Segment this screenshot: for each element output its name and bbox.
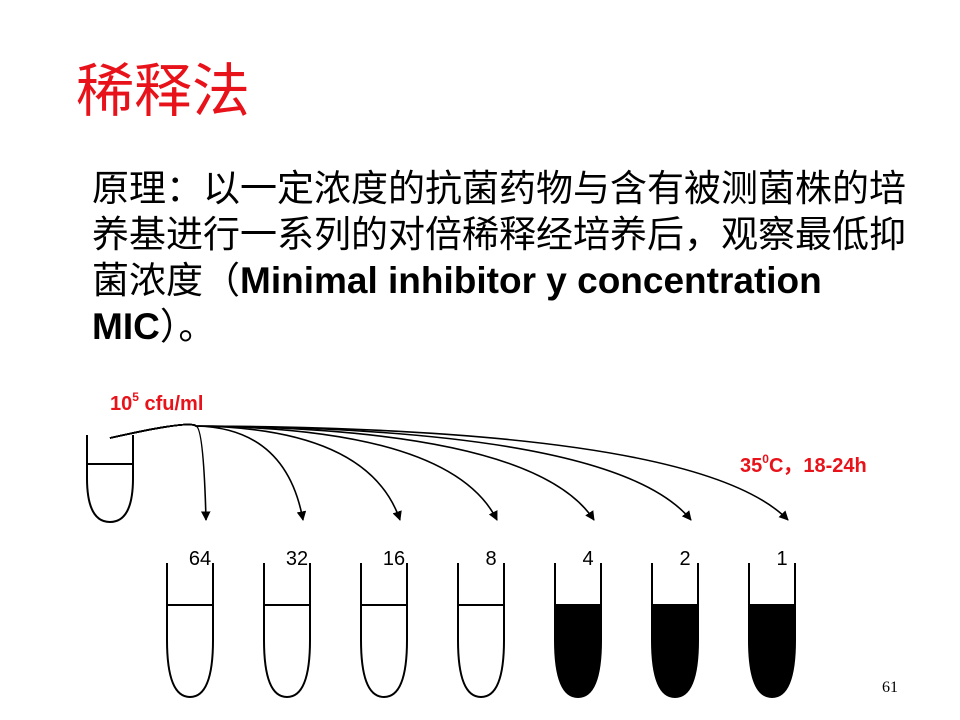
principle-end: ）。: [159, 305, 216, 348]
tube-dilution-label: 64: [189, 548, 211, 570]
transfer-arrow: [109, 423, 402, 521]
dilution-tube: 64: [166, 548, 214, 699]
incubation-label: 350C，18-24h: [740, 452, 867, 477]
transfer-arrow: [109, 423, 789, 521]
transfer-arrow: [109, 423, 307, 521]
tube-growth-fill: [652, 605, 698, 697]
tube-growth-fill: [749, 605, 795, 697]
tube-outline: [263, 563, 311, 699]
source-tube: [86, 435, 134, 524]
dilution-tube: 1: [748, 548, 796, 699]
dilution-tube: 2: [651, 548, 699, 699]
tube-dilution-label: 8: [485, 548, 496, 570]
incubation-superscript: 0: [762, 452, 769, 466]
inoculum-exponent: 5: [132, 390, 139, 404]
inoculum-base: 10: [110, 393, 132, 415]
tube-dilution-label: 2: [679, 548, 690, 570]
tube-dilution-label: 1: [776, 548, 787, 570]
slide-title: 稀释法: [76, 57, 251, 125]
principle-text: 原理：以一定浓度的抗菌药物与含有被测菌株的培养基进行一系列的对倍稀释经培养后，观…: [92, 166, 922, 350]
incubation-rest: C，18-24h: [769, 455, 867, 477]
principle-term: Minimal inhibitor y concentration MIC: [92, 260, 822, 347]
transfer-arrows: [109, 423, 789, 521]
page-number: 61: [882, 679, 898, 696]
tube-outline: [748, 563, 796, 699]
tube-outline: [166, 563, 214, 699]
dilution-tube: 4: [554, 548, 602, 699]
inoculum-label: 105 cfu/ml: [110, 390, 203, 415]
dilution-tubes: 64 32 16 8 4 2 1: [166, 548, 796, 699]
tube-outline: [360, 563, 408, 699]
dilution-tube: 8: [457, 548, 505, 699]
transfer-arrow: [109, 423, 211, 521]
tube-dilution-label: 32: [286, 548, 308, 570]
tube-outline: [651, 563, 699, 699]
tube-growth-fill: [555, 605, 601, 697]
principle-chinese: 原理：以一定浓度的抗菌药物与含有被测菌株的培养基进行一系列的对倍稀释经培养后，观…: [92, 167, 906, 302]
tube-dilution-label: 16: [383, 548, 405, 570]
dilution-tube: 16: [360, 548, 408, 699]
inoculum-unit: cfu/ml: [139, 393, 203, 415]
dilution-tube: 32: [263, 548, 311, 699]
tube-outline: [457, 563, 505, 699]
tube-dilution-label: 4: [582, 548, 593, 570]
incubation-temp: 35: [740, 455, 762, 477]
tube-outline: [554, 563, 602, 699]
